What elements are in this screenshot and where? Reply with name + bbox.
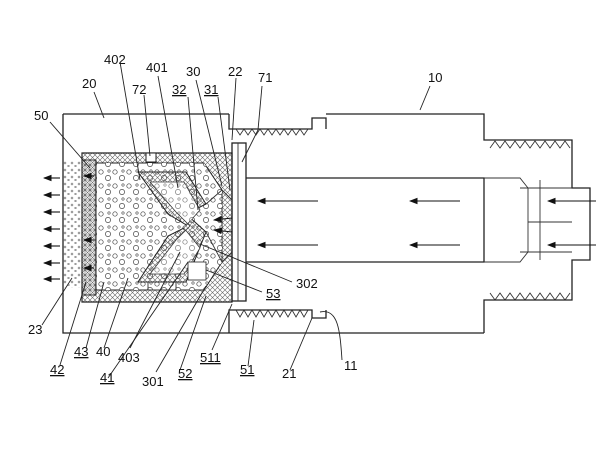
label-11: 11: [344, 358, 358, 373]
label-401: 401: [146, 60, 168, 75]
label-41: 41: [100, 370, 114, 385]
label-402: 402: [104, 52, 126, 67]
label-31: 31: [204, 82, 218, 97]
label-21: 21: [282, 366, 296, 381]
label-72: 72: [132, 82, 146, 97]
label-22: 22: [228, 64, 242, 79]
label-403: 403: [118, 350, 140, 365]
label-302: 302: [296, 276, 318, 291]
label-32: 32: [172, 82, 186, 97]
label-51: 51: [240, 362, 254, 377]
label-301: 301: [142, 374, 164, 389]
label-30: 30: [186, 64, 200, 79]
label-40: 40: [96, 344, 110, 359]
label-511: 511: [200, 350, 221, 365]
label-71: 71: [258, 70, 272, 85]
label-20: 20: [82, 76, 96, 91]
label-23: 23: [28, 322, 42, 337]
label-52: 52: [178, 366, 192, 381]
label-42: 42: [50, 362, 64, 377]
label-43: 43: [74, 344, 88, 359]
label-10: 10: [428, 70, 442, 85]
filter-cartridge: [63, 153, 232, 302]
label-50: 50: [34, 108, 48, 123]
label-53: 53: [266, 286, 280, 301]
